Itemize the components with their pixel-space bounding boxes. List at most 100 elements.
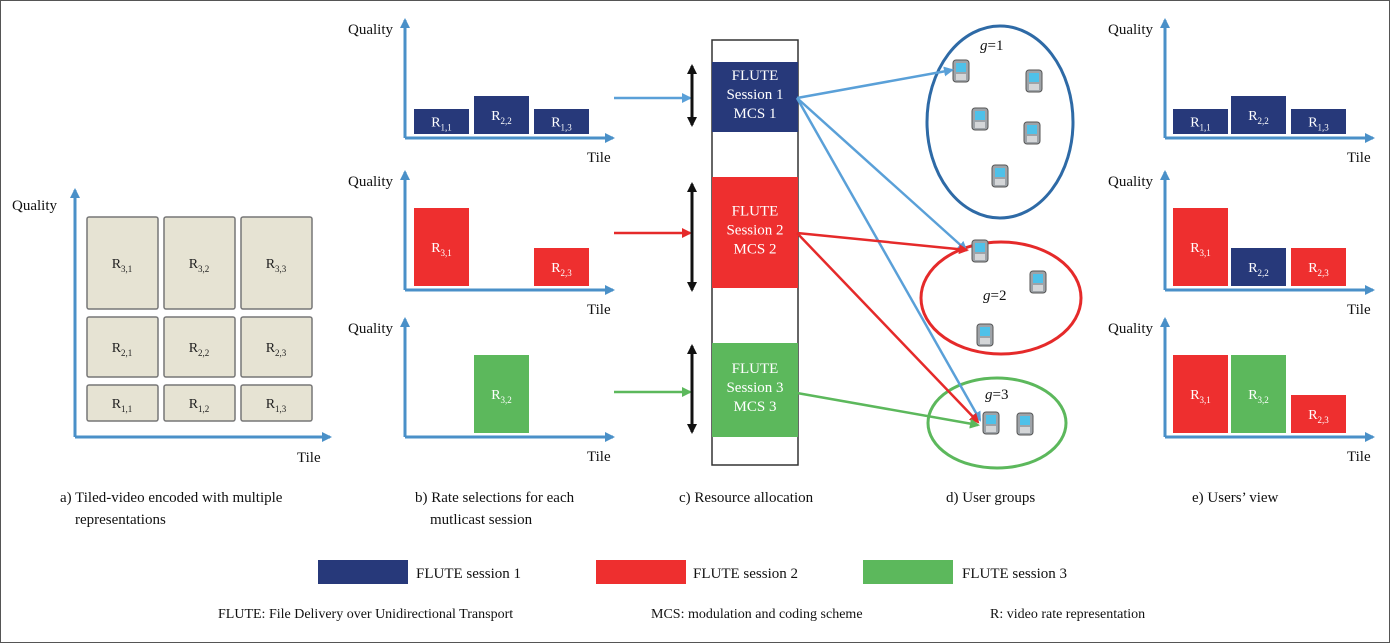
tile-cell: R1,1 [86,384,159,422]
caption-d: d) User groups [946,490,1035,506]
quality-axis-label: Quality [348,174,393,190]
users-view-bar [1291,248,1346,286]
legend-label-session-1: FLUTE session 1 [416,566,521,582]
session-block-fill [712,62,798,132]
phone-icon [1023,121,1041,145]
rate-bar [534,109,589,134]
tile-cell: R2,3 [240,316,313,378]
user-group-2-label: g=2 [983,288,1006,304]
users-view-bar [1173,355,1228,433]
session-block-text: FLUTE [732,361,779,377]
session-block-fill [712,177,798,288]
tile-cell-box [240,384,313,422]
rate-bar-label: R3,2 [491,388,512,405]
tile-cell: R3,2 [163,216,236,310]
panel-d-user-groups: g=1 g=2 g=3 [919,24,1083,470]
users-view-bar-label: R2,2 [1248,261,1269,278]
multicast-links [795,66,982,429]
phone-icon [971,239,989,263]
tile-cell-box [163,316,236,378]
users-view-bar [1173,109,1228,134]
tile-cell-label: R1,1 [112,397,133,414]
quality-axis-label: Quality [1108,321,1153,337]
session-block-text: Session 3 [726,380,783,396]
tile-axis-label: Tile [1347,150,1371,166]
panel-a-tile-label: Tile [297,450,321,466]
link-session-1-group-2 [796,97,968,252]
session-block-text: MCS 1 [734,106,777,122]
quality-axis-label: Quality [1108,174,1153,190]
users-view-bar [1291,395,1346,433]
rate-bar-label: R3,1 [431,241,452,258]
caption-a-line-2: representations [75,512,166,528]
tile-cell-box [86,384,159,422]
tile-axis-label: Tile [1347,302,1371,318]
footnote-r: R: video rate representation [990,607,1145,622]
user-group-1-label: g=1 [980,38,1003,54]
tile-cell-box [240,216,313,310]
user-group-1-ellipse [925,24,1075,220]
panel-captions: a) Tiled-video encoded with multiple rep… [60,490,1279,528]
rate-bar-label: R2,2 [491,109,512,126]
phone-icon [1016,412,1034,436]
tile-axis-label: Tile [587,302,611,318]
link-session-3-group-3 [796,391,980,429]
user-devices-group-3 [982,411,1034,436]
quality-axis-label: Quality [348,22,393,38]
rate-bar-label: R2,3 [551,261,572,278]
caption-e: e) Users’ view [1192,490,1279,506]
legend-label-session-2: FLUTE session 2 [693,566,798,582]
phone-icon [1025,69,1043,93]
users-view-bar [1291,109,1346,134]
session-block-fill [712,343,798,437]
tile-axis-label: Tile [587,150,611,166]
tile-cell-label: R1,3 [266,397,287,414]
caption-a-line-1: a) Tiled-video encoded with multiple [60,490,283,506]
tile-cell-label: R2,3 [266,341,287,358]
user-devices-group-1 [952,59,1043,188]
session-block-text: Session 1 [726,87,783,103]
tile-cell: R2,1 [86,316,159,378]
rate-bar [474,355,529,433]
users-view-bar-label: R3,1 [1190,388,1211,405]
tile-cell-label: R2,2 [189,341,210,358]
users-view-bar-label: R2,2 [1248,109,1269,126]
rate-bar [534,248,589,286]
session-block-text: Session 2 [726,223,783,239]
tile-cell-box [240,316,313,378]
legend-label-session-3: FLUTE session 3 [962,566,1067,582]
legend-swatch-session-3 [863,560,953,584]
quality-axis-label: Quality [348,321,393,337]
tile-cell-label: R3,1 [112,257,133,274]
link-session-1-group-3 [795,97,982,422]
quality-axis-label: Quality [1108,22,1153,38]
users-view-bar [1173,208,1228,286]
tile-cell-box [86,216,159,310]
session-block-text: MCS 2 [734,242,777,258]
rate-bar [414,208,469,286]
tile-cell: R3,1 [86,216,159,310]
users-view-bar-label: R2,3 [1308,408,1329,425]
users-view-bar [1231,355,1286,433]
tile-cell-label: R3,2 [189,257,210,274]
link-session-2-group-2 [796,231,969,255]
phone-icon [991,164,1009,188]
tile-cell: R3,3 [240,216,313,310]
session-block-text: MCS 3 [734,399,777,415]
footnotes: FLUTE: File Delivery over Unidirectional… [218,607,1145,622]
users-view-bar-label: R3,1 [1190,241,1211,258]
user-group-3-label: g=3 [985,387,1008,403]
phone-icon [971,107,989,131]
tile-cell-label: R1,2 [189,397,210,414]
phone-icon [952,59,970,83]
